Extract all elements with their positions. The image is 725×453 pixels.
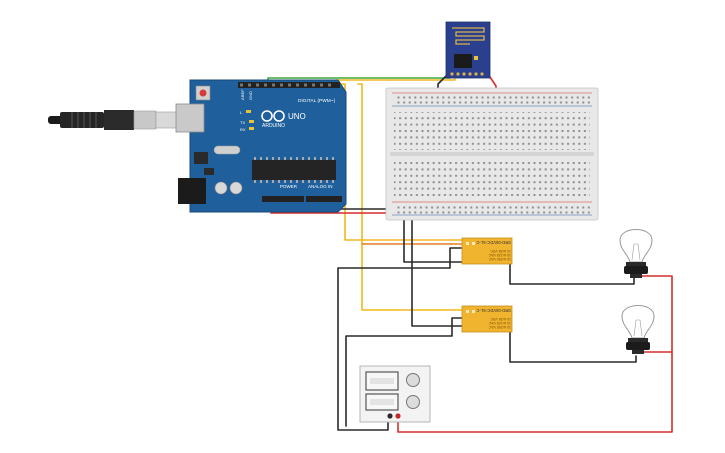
esp-antenna [452,27,485,45]
relay-2-model: SRD-05VDC-SL-C [476,308,511,313]
analog-header-label: ANALOG IN [308,184,333,189]
power-header-label: POWER [280,184,298,189]
tx-label: TX [240,120,245,125]
lightbulb-icon[interactable] [621,305,655,355]
digital-header-label: DIGITAL (PWM~) [298,98,336,104]
aref-label: AREF [240,89,245,100]
relay-2-spec2: 15 A/125 VAC [488,321,511,325]
gnd-label-top: GND [248,91,253,100]
wire-red-bulbs[interactable] [397,275,673,433]
power-jack [178,178,206,204]
breadboard[interactable] [385,87,599,221]
power-header [262,196,304,202]
arduino-logo [261,110,285,122]
wire-black-bulb1[interactable] [509,261,635,285]
arduino-uno[interactable]: AREF GND DIGITAL (PWM~) L TX RX ARDUINO … [175,79,347,213]
supply-knob-1[interactable] [406,373,420,387]
wire-black-relay2[interactable] [411,211,463,327]
relay-2-spec3: 10 A/28 VDC [490,317,511,321]
relay-1-spec1: 10 A/250 VAC [488,257,511,261]
relay-2[interactable]: 10 A/250 VAC 15 A/125 VAC 10 A/28 VDC SR… [461,305,513,333]
atmega-chip [252,160,336,180]
relay-1-spec2: 15 A/125 VAC [488,253,511,257]
relay-2-spec1: 10 A/250 VAC [488,325,511,329]
supply-terminal-negative[interactable] [387,413,393,419]
relay-1-model: SRD-05VDC-SL-C [476,240,511,245]
rx-label: RX [240,127,246,132]
relay-1-spec3: 10 A/28 VDC [490,249,511,253]
led-l-label: L [240,110,243,115]
arduino-brand: ARDUINO [262,123,285,129]
wire-black-relay2-loop[interactable] [345,317,467,427]
wire-black-bulb2[interactable] [509,329,637,363]
analog-header [306,196,342,202]
usb-cable-icon [48,110,191,130]
wire-black-loop[interactable] [337,247,467,431]
capacitor-2 [229,181,243,195]
crystal [213,145,241,155]
esp8266-module[interactable] [445,21,491,79]
supply-terminal-positive[interactable] [395,413,401,419]
capacitor-1 [214,181,228,195]
wire-yellow-top[interactable] [335,69,456,85]
relay-1[interactable]: 10 A/250 VAC 15 A/125 VAC 10 A/28 VDC SR… [461,237,513,265]
power-supply-icon[interactable] [359,365,431,423]
usb-port [175,103,205,133]
lightbulb-icon[interactable] [619,229,653,279]
wire-black-relay1[interactable] [403,211,463,263]
supply-knob-2[interactable] [406,395,420,409]
arduino-model: UNO [288,112,306,121]
